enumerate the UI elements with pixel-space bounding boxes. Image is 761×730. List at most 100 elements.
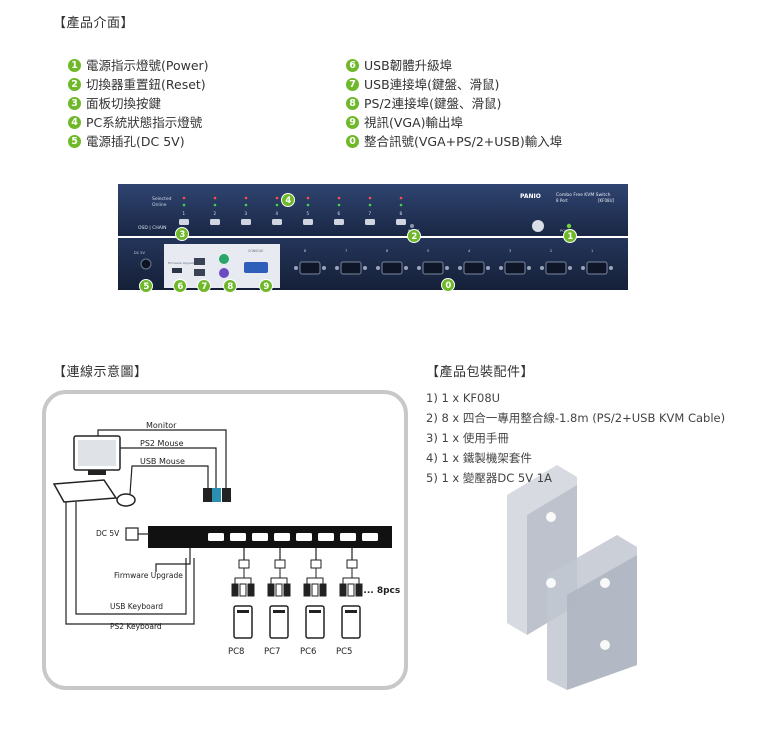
pc-tower-icon (269, 605, 289, 639)
port-number: 7 (369, 211, 372, 216)
port-select-button[interactable] (396, 219, 406, 225)
pc-plug (275, 583, 283, 597)
screw (404, 266, 408, 270)
port-select-button[interactable] (303, 219, 313, 225)
feature-label: PS/2連接埠(鍵盤、滑鼠) (364, 96, 502, 111)
online-led (368, 203, 372, 207)
online-label: Online (152, 202, 167, 208)
callout-number: 2 (411, 232, 417, 242)
pc-cable-split (306, 568, 324, 584)
vga-input-port (299, 261, 321, 275)
pc-tower-icon (233, 605, 253, 639)
firmware-label: Firmware Upgrade (114, 571, 183, 580)
screw (527, 266, 531, 270)
feature-label: USB連接埠(鍵盤、滑鼠) (364, 77, 500, 92)
port-number: 6 (338, 211, 341, 216)
cable-connector (274, 559, 286, 569)
callout-number: 9 (263, 282, 269, 292)
callout-badge (139, 279, 153, 293)
vga-input-port (586, 261, 608, 275)
callout-number: 5 (143, 282, 149, 292)
rear-port-number: 6 (386, 249, 388, 253)
adapter-icon (125, 527, 139, 541)
online-led (399, 203, 403, 207)
package-item: 5) 1 x 變壓器DC 5V 1A (426, 471, 552, 485)
feature-item: 3 面板切換按鍵 (68, 94, 209, 113)
switch-port (274, 533, 290, 541)
port-count: 8 Port (556, 198, 568, 203)
port-select-button[interactable] (272, 219, 282, 225)
number-badge: 3 (68, 97, 81, 110)
vga-input-port (463, 261, 485, 275)
pc-label: PC7 (264, 647, 280, 657)
port-select-button[interactable] (210, 219, 220, 225)
vga-out-port (244, 262, 268, 273)
plug (212, 488, 221, 502)
pc-plug (231, 583, 239, 597)
reset-button[interactable] (410, 224, 414, 228)
kvm-switch-icon (148, 526, 392, 548)
number-badge: 0 (346, 135, 359, 148)
callout-number: 4 (285, 196, 291, 206)
number-badge: 5 (68, 135, 81, 148)
selected-led (244, 196, 248, 200)
port-number: 5 (307, 211, 310, 216)
monitor-label: Monitor (146, 421, 177, 430)
brand-logo: PANIO (520, 193, 541, 200)
selected-led (182, 196, 186, 200)
screw (363, 266, 367, 270)
pc-label: PC5 (336, 647, 352, 657)
selected-led (306, 196, 310, 200)
screw (445, 266, 449, 270)
callout-badge (223, 279, 237, 293)
screw (581, 266, 585, 270)
package-title: 【產品包裝配件】 (426, 365, 535, 380)
feature-item: 0 整合訊號(VGA+PS/2+USB)輸入埠 (346, 132, 562, 151)
rear-port-number: 8 (304, 249, 306, 253)
front-panel (118, 184, 628, 236)
rear-port-number: 7 (345, 249, 347, 253)
port-number: 1 (183, 211, 186, 216)
switch-port (208, 533, 224, 541)
port-select-button[interactable] (334, 219, 344, 225)
port-select-button[interactable] (365, 219, 375, 225)
port-select-button[interactable] (179, 219, 189, 225)
callout-badge (563, 229, 577, 243)
screw (609, 266, 613, 270)
cable-connector (310, 559, 322, 569)
callout-badge (281, 193, 295, 207)
plug (203, 488, 212, 502)
pc-cable-split (270, 568, 288, 584)
power-led (566, 223, 572, 229)
feature-label: 整合訊號(VGA+PS/2+USB)輸入埠 (364, 134, 563, 149)
online-led (213, 203, 217, 207)
pc-plug (319, 583, 327, 597)
dc-jack (140, 258, 152, 270)
selected-led (275, 196, 279, 200)
rear-port-number: 1 (591, 249, 593, 253)
selected-led (368, 196, 372, 200)
pc-plug (267, 583, 275, 597)
chip-logo (532, 220, 544, 232)
product-panel-title: 【產品介面】 (53, 16, 135, 31)
pc-drive-slot (309, 610, 321, 613)
package-item: 1) 1 x KF08U (426, 391, 501, 405)
pc-label: PC8 (228, 647, 244, 657)
firmware-label: Firmware Upgrade (168, 261, 196, 265)
callout-number: 8 (227, 282, 233, 292)
ps2-mouse-port (219, 254, 229, 264)
online-led (182, 203, 186, 207)
switch-port (318, 533, 334, 541)
pc-plug (347, 583, 355, 597)
callout-number: 1 (567, 232, 573, 242)
port-select-button[interactable] (241, 219, 251, 225)
feature-label: 面板切換按鍵 (86, 96, 162, 111)
